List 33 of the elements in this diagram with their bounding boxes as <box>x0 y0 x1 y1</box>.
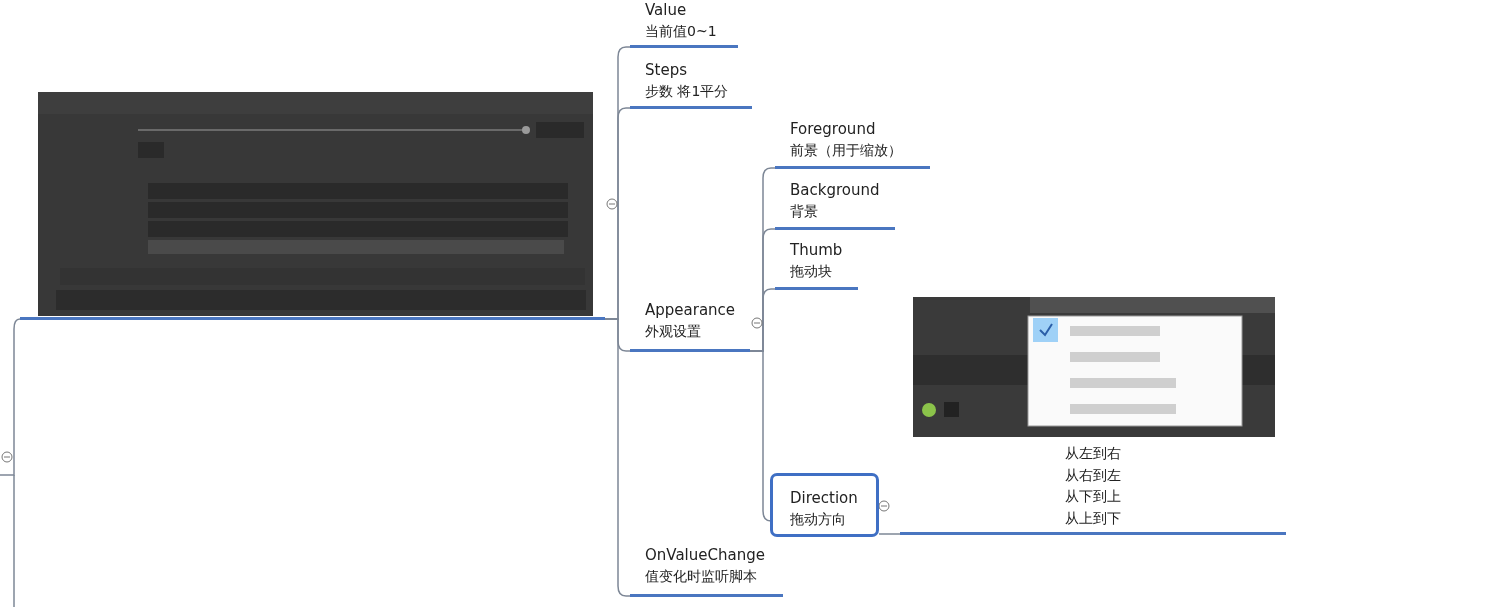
topic <box>900 443 1286 535</box>
topic-text: 背景 <box>790 202 819 221</box>
topic-text: 从右到左 <box>1064 465 1122 485</box>
connector-line <box>0 318 21 476</box>
connector-line <box>749 350 772 522</box>
topic <box>775 119 930 169</box>
topic-text: Thumb <box>790 240 844 261</box>
topic-text: 拖动方向 <box>790 510 847 529</box>
topic-text: Value <box>645 0 688 21</box>
topic-text: 从上到下 <box>1064 508 1122 528</box>
topic <box>775 180 895 230</box>
topic <box>630 60 752 109</box>
topic-text: 从左到右 <box>1064 444 1122 463</box>
topic-text: 前景（用于缩放） <box>790 141 903 160</box>
topic <box>630 0 738 48</box>
topic-text: 值变化时监听脚本 <box>645 567 758 586</box>
topic-text: Direction <box>790 488 859 509</box>
topic-text: 当前值0~1 <box>645 22 718 41</box>
topic-text: 拖动块 <box>790 262 833 281</box>
selected-topic-box <box>770 473 879 537</box>
topic-text: 外观设置 <box>645 322 702 341</box>
connector-line <box>604 318 631 597</box>
topic-text: 从下到上 <box>1064 487 1122 506</box>
topic-text: OnValueChange <box>645 545 766 566</box>
topic-text: Appearance <box>645 300 737 321</box>
topic-text: Steps <box>645 60 688 81</box>
topic <box>775 240 858 290</box>
topic-text: Background <box>790 180 881 201</box>
topic-text: 步数 将1平分 <box>645 82 730 101</box>
connector-line <box>878 533 901 535</box>
topic <box>630 300 750 352</box>
topic <box>630 545 783 597</box>
topic-text: Foreground <box>790 119 877 140</box>
